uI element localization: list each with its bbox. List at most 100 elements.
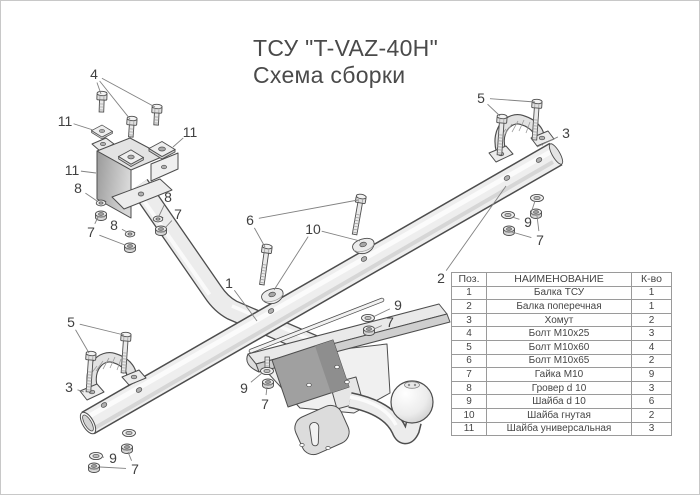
hardware [82, 90, 544, 473]
table-cell: 10 [451, 407, 487, 423]
table-cell: 5 [451, 339, 487, 355]
table-cell: 3 [631, 326, 672, 341]
callout-leader [127, 451, 132, 461]
table-cell: Шайба d 10 [486, 394, 632, 409]
callout-leader [233, 289, 258, 322]
callout-3: 3 [562, 125, 570, 141]
table-cell: 3 [631, 421, 672, 437]
table-cell: 3 [451, 312, 487, 328]
table-cell: Гайка М10 [486, 367, 632, 382]
callout-10: 10 [305, 221, 321, 237]
table-cell: 2 [631, 353, 672, 369]
callout-leader [258, 199, 359, 219]
table-cell: Хомут [486, 312, 632, 328]
table-cell: Шайба универсальная [486, 421, 632, 437]
callout-7: 7 [536, 232, 544, 248]
callout-1: 1 [225, 275, 233, 291]
callout-9: 9 [240, 380, 248, 396]
callout-leader [273, 236, 309, 291]
callout-leader [99, 80, 131, 120]
callout-11: 11 [65, 162, 80, 178]
callout-leader [164, 220, 173, 229]
callout-leader [445, 185, 507, 271]
col-header-qty: К-во [631, 272, 672, 287]
table-cell: 7 [451, 367, 487, 382]
table-cell: Болт М10х65 [486, 353, 632, 369]
callout-7: 7 [386, 314, 394, 330]
callout-leader [73, 123, 94, 131]
callout-leader [77, 389, 85, 393]
table-cell: 1 [631, 285, 672, 301]
callout-leader [85, 192, 98, 202]
table-cell: 1 [451, 285, 487, 301]
table-cell: 11 [451, 421, 487, 437]
col-header-name: НАИМЕНОВАНИЕ [486, 272, 632, 287]
cross-beam [79, 142, 564, 435]
callout-5: 5 [67, 314, 75, 330]
callout-leader [511, 216, 520, 220]
callout-5: 5 [477, 90, 485, 106]
keyhole-plate [294, 404, 350, 456]
callout-leader [536, 136, 559, 148]
table-cell: Болт М10х60 [486, 339, 632, 355]
callout-leader [79, 323, 125, 336]
callout-9: 9 [109, 450, 117, 466]
table-cell: 2 [631, 407, 672, 423]
table-cell: Шайба гнутая [486, 407, 632, 423]
table-cell: 4 [451, 326, 487, 341]
callout-leader [489, 98, 536, 103]
callout-3: 3 [65, 379, 73, 395]
callout-leader [487, 103, 501, 117]
callout-leader [373, 325, 382, 330]
table-cell: 9 [631, 367, 672, 382]
stud [264, 356, 270, 369]
table-header-row: Поз. НАИМЕНОВАНИЕ К-во [451, 272, 672, 287]
drawing-title: ТСУ "T-VAZ-40H" Схема сборки [253, 35, 438, 89]
title-line2: Схема сборки [253, 62, 406, 88]
col-header-pos: Поз. [451, 272, 487, 287]
callout-9: 9 [394, 297, 402, 313]
callout-leader [80, 170, 97, 174]
callout-8: 8 [110, 217, 118, 233]
callout-2: 2 [437, 270, 445, 286]
table-cell: 6 [451, 353, 487, 369]
callout-7: 7 [131, 461, 139, 477]
table-cell: 6 [631, 394, 672, 409]
callout-leader [96, 82, 102, 95]
table-cell: 4 [631, 339, 672, 355]
callout-7: 7 [174, 206, 182, 222]
callout-8: 8 [164, 189, 172, 205]
table-cell: 2 [631, 312, 672, 328]
table-cell: 2 [451, 299, 487, 314]
callout-leader [253, 227, 266, 248]
callout-leader [530, 200, 536, 214]
callout-7: 7 [87, 224, 95, 240]
callout-leader [101, 77, 156, 108]
table-cell: 3 [631, 380, 672, 396]
callout-6: 6 [246, 212, 254, 228]
callout-leader [75, 329, 90, 354]
callout-7: 7 [261, 396, 269, 412]
callout-leader [121, 228, 128, 233]
table-cell: Болт М10х25 [486, 326, 632, 341]
ball-mount [246, 297, 451, 456]
callout-8: 8 [74, 180, 82, 196]
callout-leader [94, 216, 99, 225]
table-cell: Балка ТСУ [486, 285, 632, 301]
table-cell: 8 [451, 380, 487, 396]
callout-leader [372, 308, 391, 318]
callout-leader [99, 234, 126, 246]
callout-4: 4 [90, 66, 98, 82]
